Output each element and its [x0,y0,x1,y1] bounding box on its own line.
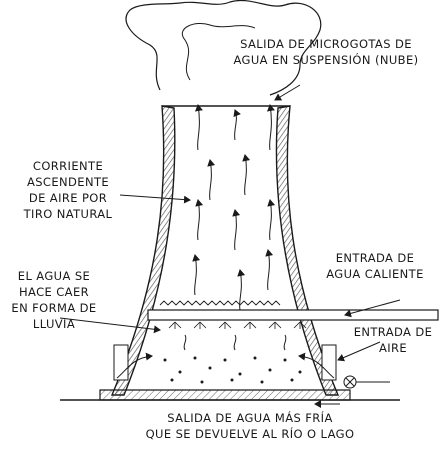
rain-label-line2: HACE CAER [18,285,90,299]
updraft-label-line1: CORRIENTE [32,159,104,173]
rain-streams [183,334,287,351]
plume-label-line2: AGUA EN SUSPENSIÓN (NUBE) [233,53,419,67]
cold-out-label-line1: SALIDA DE AGUA MÁS FRÍA [167,411,333,425]
updraft-arrows [192,104,276,311]
spray-line [159,300,281,306]
spray-nozzles [168,321,307,329]
rain-label-line4: LLUVIA [32,317,76,331]
air-in-label-line1: ENTRADA DE [353,325,433,339]
rain-label-line3: EN FORMA DE [11,301,97,315]
air-in-label-line2: AIRE [378,341,408,355]
updraft-label-line4: TIRO NATURAL [23,207,113,221]
rain-drops [163,356,302,384]
air-entry-arrows [116,352,335,379]
updraft-label-line2: ASCENDENTE [26,175,110,189]
air-inlet-right [321,344,337,381]
rain-label-line1: EL AGUA SE [17,269,91,283]
leader-lines [59,84,401,408]
hot-water-label-line2: AGUA CALIENTE [326,267,424,281]
plume-label-line1: SALIDA DE MICROGOTAS DE [240,37,412,51]
hot-water-pipe [147,309,439,321]
outlet-valve-icon [343,375,390,389]
water-basin [99,389,351,401]
hot-water-label-line1: ENTRADA DE [335,251,415,265]
cold-out-label-line2: QUE SE DEVUELVE AL RÍO O LAGO [145,427,355,441]
steam-cloud [125,0,322,96]
steam-cloud-inner [182,23,256,81]
updraft-label-line3: DE AIRE POR [28,191,108,205]
